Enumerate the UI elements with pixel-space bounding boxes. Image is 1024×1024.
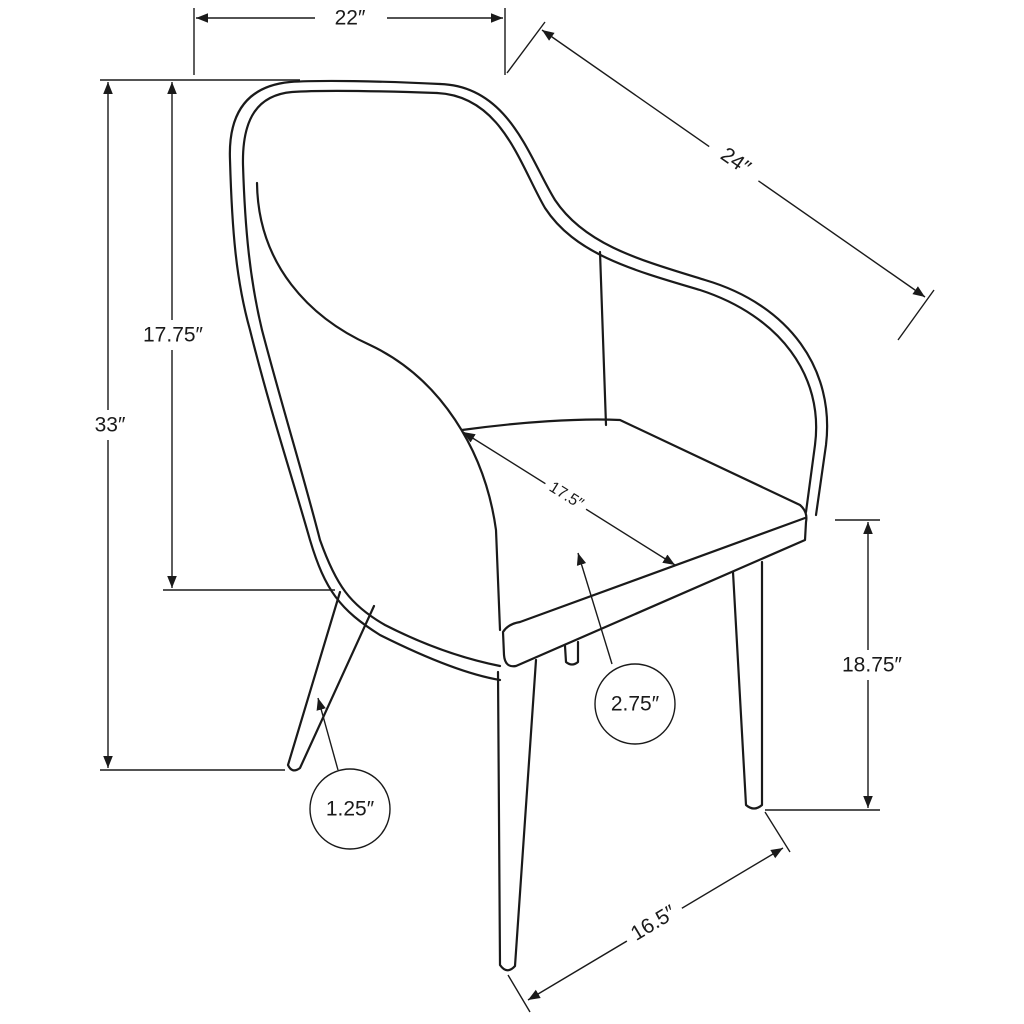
back-right-edge — [598, 250, 608, 427]
dimension-leg-span: 16.5″ — [507, 811, 791, 1013]
rear-left-leg — [286, 590, 376, 772]
back-height-label: 17.75″ — [143, 324, 204, 347]
seat-height-label: 18.75″ — [842, 654, 903, 677]
inner-shell-top — [241, 89, 502, 668]
chair-legs — [286, 560, 764, 972]
rear-right-leg-stub — [563, 640, 580, 666]
dimension-total-height: 33″ — [82, 79, 300, 771]
front-left-leg — [496, 658, 538, 972]
leg-width-label: 1.25″ — [326, 798, 375, 821]
callout-seat-thickness: 2.75″ — [576, 552, 676, 745]
dimension-seat-height: 18.75″ — [765, 519, 918, 811]
arm-right-outer — [438, 82, 829, 517]
dimension-back-height: 17.75″ — [132, 82, 335, 591]
seat-thickness-label: 2.75″ — [611, 693, 660, 716]
width-label: 22″ — [335, 7, 366, 30]
outer-shell — [228, 79, 502, 682]
dimension-width: 22″ — [193, 5, 506, 75]
seat-cushion — [460, 418, 808, 668]
arm-right-inner — [435, 91, 818, 514]
total-height-label: 33″ — [95, 414, 126, 437]
chair-illustration — [228, 79, 829, 972]
dimension-depth: 24″ — [506, 21, 935, 341]
inner-arm-left — [255, 181, 502, 632]
front-right-leg — [731, 560, 764, 810]
dimension-seat-depth: 17.5″ — [462, 431, 676, 566]
callout-leg-width: 1.25″ — [309, 697, 391, 850]
